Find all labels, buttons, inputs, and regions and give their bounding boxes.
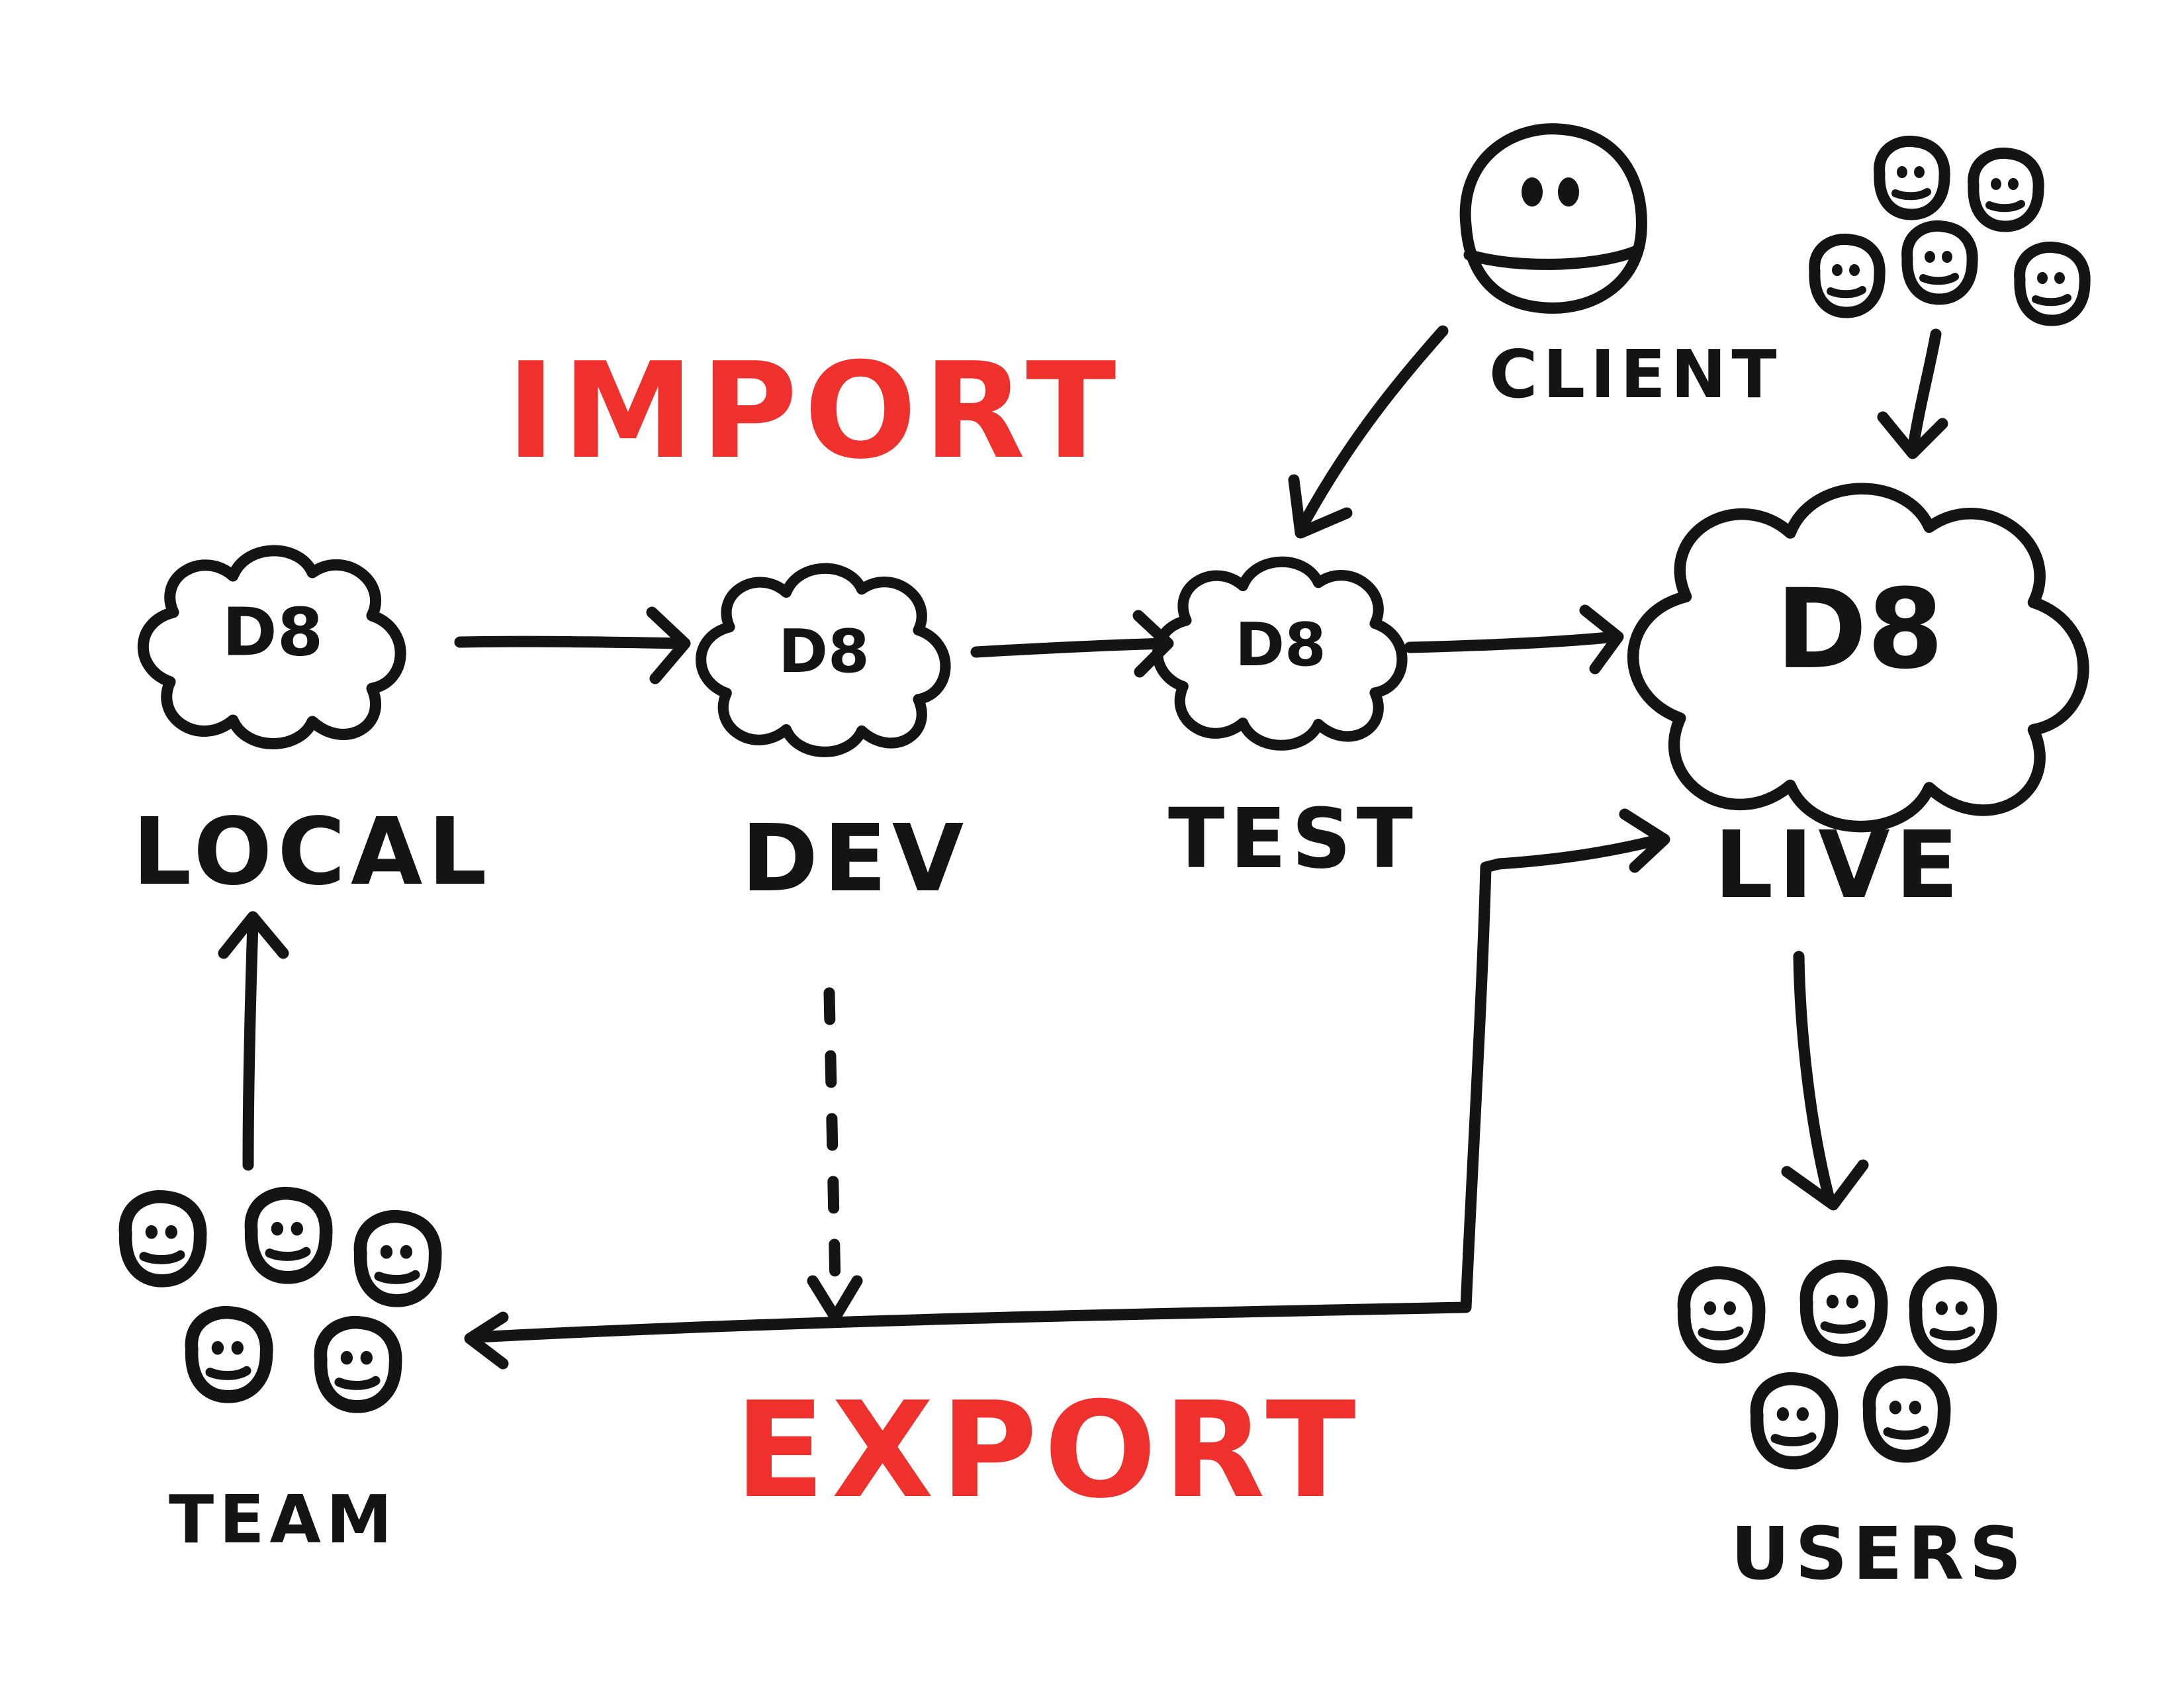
- arrow-visitors-to-live: [1877, 328, 1948, 459]
- arrow-live-to-team: [464, 808, 1670, 1370]
- dev-cloud-text: D8: [778, 617, 870, 686]
- test-label: TEST: [1168, 791, 1418, 887]
- live-cloud-text: D8: [1776, 566, 1944, 694]
- arrow-local-to-dev: [454, 606, 691, 684]
- arrow-live-to-users: [1781, 951, 1869, 1211]
- test-site-cloud: D8: [1158, 562, 1402, 745]
- test-cloud-text: D8: [1235, 610, 1326, 680]
- dev-site-cloud: D8: [701, 569, 945, 752]
- arrow-dev-to-test: [970, 610, 1174, 678]
- local-cloud-text: D8: [222, 593, 324, 671]
- arrow-dev-to-team-dashed: [807, 987, 863, 1323]
- live-site-cloud: D8: [1633, 489, 2083, 826]
- client-face-icon: [1459, 123, 1647, 314]
- import-heading: IMPORT: [506, 334, 1122, 489]
- arrow-test-to-live: [1404, 604, 1624, 675]
- arrow-team-to-local: [218, 911, 289, 1171]
- local-label: LOCAL: [132, 798, 492, 906]
- visitors-group-icon: [1815, 141, 2085, 320]
- arrow-client-to-test: [1288, 325, 1449, 539]
- users-label: USERS: [1731, 1511, 2027, 1596]
- team-label: TEAM: [169, 1481, 397, 1558]
- export-heading: EXPORT: [735, 1374, 1363, 1528]
- users-group-icon: [1684, 1266, 1990, 1463]
- dev-label: DEV: [741, 805, 969, 913]
- team-group-icon: [125, 1194, 435, 1407]
- live-label: LIVE: [1714, 812, 1964, 919]
- client-label: CLIENT: [1489, 336, 1782, 413]
- local-site-cloud: D8: [143, 551, 400, 744]
